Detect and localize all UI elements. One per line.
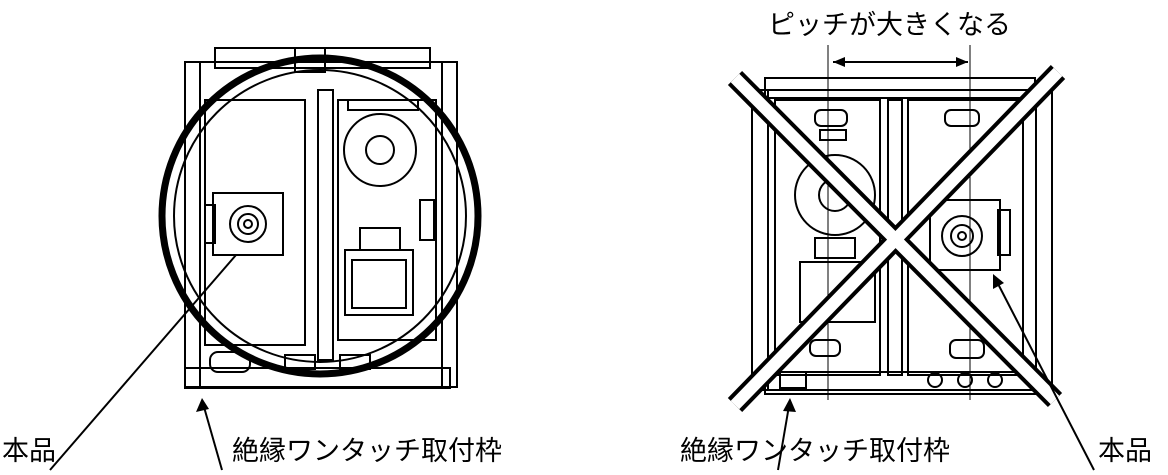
correct-mark-circle bbox=[158, 54, 482, 378]
left-outlet-dial bbox=[343, 113, 417, 187]
right-frame-leader bbox=[777, 399, 791, 471]
left-assembly bbox=[49, 47, 482, 471]
right-mounting-frame bbox=[751, 89, 1053, 391]
left-product-label: 本品 bbox=[2, 436, 56, 467]
left-frame-label: 絶縁ワンタッチ取付枠 bbox=[232, 436, 502, 467]
right-frame-label: 絶縁ワンタッチ取付枠 bbox=[680, 436, 950, 467]
left-product-module bbox=[212, 192, 284, 256]
left-product-leader bbox=[49, 254, 237, 471]
left-frame-leader bbox=[201, 399, 223, 471]
right-product-leader bbox=[994, 277, 1095, 471]
right-assembly bbox=[727, 45, 1095, 471]
right-product-label: 本品 bbox=[1098, 436, 1152, 467]
pitch-note-label: ピッチが大きくなる bbox=[768, 10, 1011, 41]
right-product-module bbox=[929, 199, 1001, 271]
right-outlet-dial bbox=[794, 154, 876, 236]
